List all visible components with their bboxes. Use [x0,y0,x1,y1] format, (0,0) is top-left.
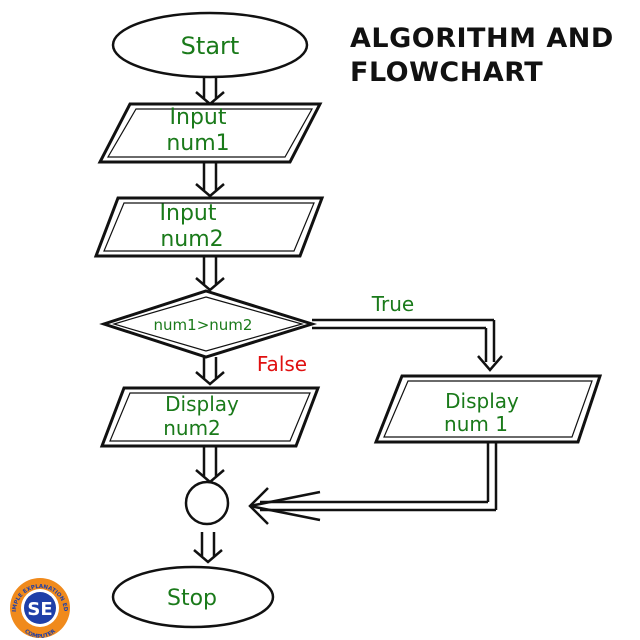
page-title: ALGORITHM AND FLOWCHART [350,22,630,90]
arrow-connector-to-stop [193,532,223,564]
brand-logo: SIMPLE EXPLANATION EDU COMPUTER SE [0,0,70,640]
stop-label: Stop [167,586,217,611]
input-num2-line2: num2 [160,227,223,252]
start-terminal: Start [111,11,309,79]
arrow-true-branch [312,318,503,372]
display-num1-box: Display num 1 [373,374,603,444]
false-label: False [257,352,307,376]
arrow-start-to-input1 [195,77,225,106]
start-label: Start [181,32,240,60]
logo-ring-top-text: SIMPLE EXPLANATION EDU [0,0,68,612]
display-num2-line1: Display [165,392,239,416]
arrow-false-branch [195,357,225,386]
decision-diamond: num1>num2 [99,289,318,359]
input-num1-line2: num1 [166,131,229,156]
display-num2-box: Display num2 [99,386,321,448]
arrow-display-num2-to-connector [195,446,225,484]
arrow-input2-to-decision [195,256,225,292]
page-title-line1: ALGORITHM AND [350,23,614,54]
true-label: True [371,292,414,316]
display-num1-line1: Display [445,389,519,413]
input-num2-line1: Input [160,201,217,226]
connector-circle [184,480,230,526]
input-num1-box: Input num1 [97,102,323,164]
page-title-line2: FLOWCHART [350,57,544,88]
logo-initials: SE [27,599,52,620]
input-num1-line1: Input [170,105,227,130]
display-num1-line2: num 1 [444,412,508,436]
display-num2-line2: num2 [163,416,221,440]
arrow-input1-to-input2 [195,162,225,198]
stop-terminal: Stop [111,565,275,629]
arrow-display-num1-to-connector [248,442,498,525]
decision-label: num1>num2 [154,316,253,334]
input-num2-box: Input num2 [93,196,325,258]
